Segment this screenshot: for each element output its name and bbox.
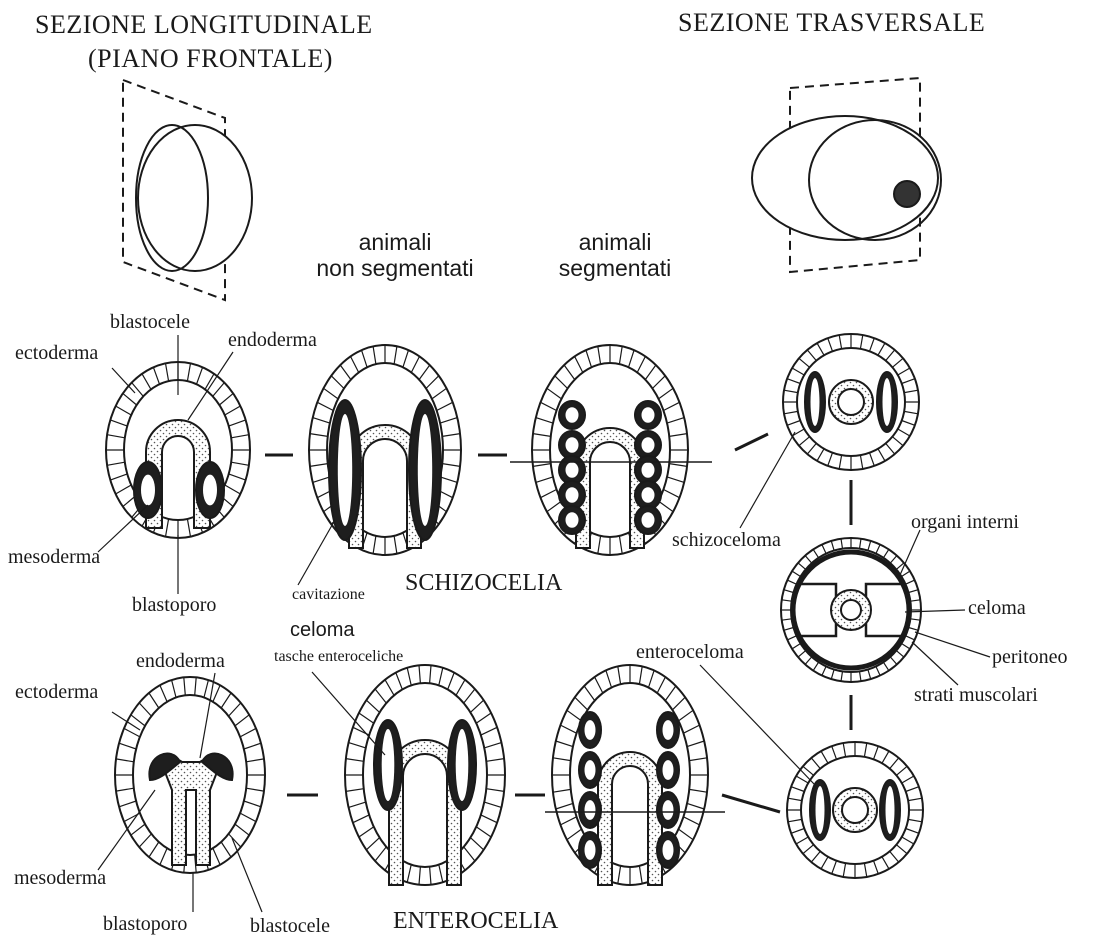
- egg-body: [752, 116, 938, 240]
- schizo-trans-coelom-left-lumen: [811, 378, 820, 426]
- label-celoma: celoma: [968, 598, 1026, 618]
- leader-organi-interni: [900, 530, 920, 575]
- label-ectoderma-bottom: ectoderma: [15, 682, 98, 702]
- label-blastoporo-top: blastoporo: [132, 595, 216, 615]
- entero-trans-gut-lumen: [842, 797, 868, 823]
- label-endoderma-top: endoderma: [228, 330, 317, 350]
- label-peritoneo: peritoneo: [992, 647, 1068, 667]
- entero-seg-pod-r1-lumen: [663, 760, 674, 780]
- leader-cavitazione: [298, 520, 335, 585]
- label-tasche-enteroceliche: tasche enteroceliche: [274, 649, 403, 665]
- adult-section: [781, 480, 921, 730]
- blastopore-spot: [894, 181, 920, 207]
- schizo-unseg-coelom-right-lumen: [418, 414, 432, 526]
- entero-seg-pod-r2-lumen: [663, 800, 674, 820]
- leader-ectoderma-top: [112, 368, 135, 393]
- label-cavitazione: cavitazione: [292, 587, 365, 603]
- entero-seg-pod-l1-lumen: [585, 760, 596, 780]
- label-mesoderma-top: mesoderma: [8, 547, 100, 567]
- entero-seg-pod-r0-lumen: [663, 720, 674, 740]
- entero-transverse: [787, 742, 923, 878]
- schizo-seg-pod-l4-lumen: [566, 512, 579, 527]
- title-enterocelia: ENTEROCELIA: [393, 909, 558, 933]
- heading-transverse: SEZIONE TRASVERSALE: [678, 10, 985, 36]
- schizo-trans-coelom-right-lumen: [883, 378, 892, 426]
- entero-segmented: [545, 665, 725, 885]
- label-organi-interni: organi interni: [911, 512, 1019, 532]
- schizo-mesoderm-right-lumen: [203, 475, 217, 506]
- entero-gastrula: [115, 677, 265, 873]
- entero-seg-pod-l0-lumen: [585, 720, 596, 740]
- leader-strati-muscolari: [912, 642, 958, 685]
- column-unsegmented: animali non segmentati: [305, 230, 485, 282]
- column-segmented-line1: animali: [545, 230, 685, 256]
- label-celoma-caption: celoma: [290, 620, 354, 640]
- entero-unseg-pouch-left-lumen: [382, 729, 395, 801]
- entero-unseg-wall-outer: [345, 665, 505, 885]
- entero-seg-pod-r3-lumen: [663, 840, 674, 860]
- schizo-segmented: [510, 345, 712, 555]
- leader-enteroceloma: [700, 665, 815, 785]
- label-enteroceloma: enteroceloma: [636, 642, 744, 662]
- entero-trans-coelom-left-lumen: [816, 786, 825, 834]
- heading-longitudinal: SEZIONE LONGITUDINALE: [35, 12, 373, 38]
- entero-unseg-pouch-right-lumen: [456, 729, 469, 801]
- dash-6: [722, 795, 780, 812]
- label-mesoderma-bottom: mesoderma: [14, 868, 106, 888]
- label-endoderma-bottom: endoderma: [136, 651, 225, 671]
- label-schizoceloma: schizoceloma: [672, 530, 781, 550]
- schizo-trans-gut-lumen: [838, 389, 864, 415]
- schizo-seg-pod-r2-lumen: [642, 462, 655, 477]
- column-unsegmented-line1: animali: [305, 230, 485, 256]
- transverse-sketch: [752, 78, 941, 272]
- dash-3: [735, 434, 768, 450]
- leader-schizoceloma: [740, 432, 795, 528]
- leader-peritoneo: [915, 632, 990, 657]
- entero-unsegmented: [345, 665, 505, 885]
- adult-gut-lumen: [841, 600, 861, 620]
- label-blastoporo-bottom: blastoporo: [103, 914, 187, 934]
- heading-frontal-plane: (PIANO FRONTALE): [88, 46, 333, 72]
- schizo-seg-pod-l2-lumen: [566, 462, 579, 477]
- schizo-transverse: [783, 334, 919, 470]
- schizo-seg-pod-r3-lumen: [642, 487, 655, 502]
- schizo-unseg-coelom-left-lumen: [338, 414, 352, 526]
- leader-blastocele-bottom: [232, 838, 262, 912]
- schizo-seg-pod-l0-lumen: [566, 407, 579, 422]
- schizo-seg-pod-r1-lumen: [642, 437, 655, 452]
- entero-seg-pod-l3-lumen: [585, 840, 596, 860]
- schizo-seg-pod-r4-lumen: [642, 512, 655, 527]
- label-blastocele-bottom: blastocele: [250, 916, 330, 936]
- schizo-seg-pod-l3-lumen: [566, 487, 579, 502]
- column-segmented: animali segmentati: [545, 230, 685, 282]
- egg-outline: [138, 125, 252, 271]
- entero-seg-pod-l2-lumen: [585, 800, 596, 820]
- entero-trans-coelom-right-lumen: [886, 786, 895, 834]
- column-unsegmented-line2: non segmentati: [305, 256, 485, 282]
- label-strati-muscolari: strati muscolari: [914, 685, 1038, 705]
- schizo-seg-pod-r0-lumen: [642, 407, 655, 422]
- label-blastocele-top: blastocele: [110, 312, 190, 332]
- schizo-seg-pod-l1-lumen: [566, 437, 579, 452]
- column-segmented-line2: segmentati: [545, 256, 685, 282]
- schizo-unsegmented: [309, 345, 461, 555]
- label-ectoderma-top: ectoderma: [15, 343, 98, 363]
- schizo-mesoderm-left-lumen: [141, 475, 155, 506]
- title-schizocelia: SCHIZOCELIA: [405, 571, 562, 595]
- leader-mesoderma-top: [98, 505, 148, 552]
- longitudinal-sketch: [123, 80, 252, 300]
